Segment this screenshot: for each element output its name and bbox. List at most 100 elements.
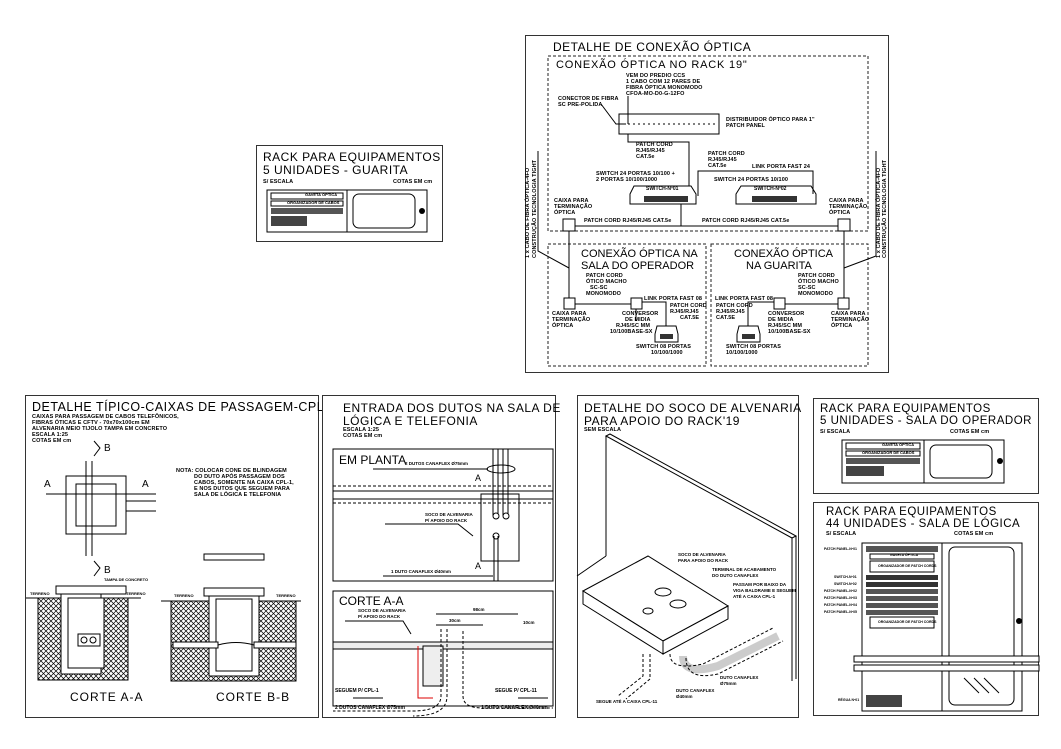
rack-operador-scale: S/ ESCALA <box>820 429 851 435</box>
rack-guarita-panel: RACK PARA EQUIPAMENTOS 5 UNIDADES - GUAR… <box>256 145 443 242</box>
cable-label-left-1: CONSTRUÇÃO TECNOLOGIA TIGHT <box>532 159 538 258</box>
rack-logica-side-0: PATCH PANEL-Nº01 <box>824 547 857 551</box>
op-box-0: CAIXA PARA <box>552 311 587 317</box>
incoming-2: FIBRA ÓPTICA MONOMODO <box>626 85 703 91</box>
corte-left-arrow: SEGUEM P/ CPL-1 <box>335 688 379 694</box>
box-right <box>837 218 851 232</box>
patch2-2: CAT.5e <box>708 163 727 169</box>
rack-guarita-scale: S/ ESCALA <box>263 179 294 185</box>
cpl-note-1: DO DUTO APÓS PASSAGEM DOS <box>194 474 285 480</box>
rack-operador-units: COTAS EM cm <box>950 429 990 435</box>
section-b-top: B <box>104 443 111 454</box>
rack-logica-inner-2: ORGANIZADOR DE PATCH CORDS <box>878 620 937 624</box>
op-switch-0: SWITCH 08 PORTAS <box>636 344 691 350</box>
switch1-desc-1: 2 PORTAS 10/100/1000 <box>596 177 658 183</box>
patch2-0: PATCH CORD <box>708 151 745 157</box>
op-patch-0: PATCH CORD <box>670 303 707 309</box>
section-a-left: A <box>44 479 51 490</box>
terreno-bb-right: TERRENO <box>276 593 296 598</box>
patch1-0: PATCH CORD <box>636 142 673 148</box>
gu-box-0: CAIXA PARA <box>831 311 866 317</box>
incoming-1: 1 CABO COM 12 PARES DE <box>626 79 701 85</box>
cable-left <box>537 151 570 269</box>
rack-guarita-units: COTAS EM cm <box>393 179 433 185</box>
soco-title-1: PARA APOIO DO RACK'19 <box>584 414 740 428</box>
entrada-drawing <box>332 448 554 717</box>
rack-operador-panel: RACK PARA EQUIPAMENTOS 5 UNIDADES - SALA… <box>813 398 1039 494</box>
rack-logica-panel: RACK PARA EQUIPAMENTOS 44 UNIDADES - SAL… <box>813 502 1040 716</box>
gu-link: LINK PORTA FAST 08 <box>715 296 774 302</box>
rack-guarita-label-0: GAVETA ÓPTICA <box>305 192 338 197</box>
operator-title-1: SALA DO OPERADOR <box>581 260 695 272</box>
corte-dim-10: 10cm <box>523 620 535 625</box>
gu-switch-1: 10/100/1000 <box>726 350 758 356</box>
rack-logica-side-5: PATCH PANEL-Nº04 <box>824 603 857 607</box>
rack-logica-title-1: 44 UNIDADES - SALA DE LÓGICA <box>826 518 1021 530</box>
op-patch-optic-2: SC-SC <box>590 285 608 291</box>
link-line <box>697 170 814 196</box>
entrada-units: COTAS EM cm <box>343 433 383 439</box>
planta-soco-0: SOCO DE ALVENARIA <box>425 512 473 517</box>
cpl-units: COTAS EM cm <box>32 438 72 444</box>
guarita-title-0: CONEXÃO ÓPTICA <box>734 248 834 260</box>
rack-guarita-drawing <box>266 189 428 233</box>
rack-frame <box>547 55 869 232</box>
gu-converter <box>773 297 786 310</box>
cpl-note-0: NOTA: COLOCAR CONE DE BLINDAGEM <box>176 468 287 474</box>
gu-switch-0: SWITCH 08 PORTAS <box>726 344 781 350</box>
switch2-desc: SWITCH 24 PORTAS 10/100 <box>714 177 789 183</box>
entrada-title-1: LÓGICA E TELEFONIA <box>343 414 478 428</box>
gu-conv-3: 10/100BASE-SX <box>768 329 811 335</box>
box-left-0: CAIXA PARA <box>554 198 589 204</box>
distributor-1: PATCH PANEL <box>726 123 765 129</box>
rack-logica-side-4: PATCH PANEL-Nº03 <box>824 596 857 600</box>
rack-operador-drawing <box>841 439 1005 484</box>
cpl-desc-2: ALVENARIA MEIO TIJOLO TAMPA EM CONCRETO <box>32 426 168 432</box>
switch2-name: SWITCH-Nº02 <box>754 186 787 192</box>
planta-soco-1: P/ APOIO DO RACK <box>425 518 468 523</box>
corte-bb-caption: CORTE B-B <box>216 690 291 704</box>
cpl-desc-0: CAIXAS PARA PASSAGEM DE CABOS TELEFÔNICO… <box>32 414 179 420</box>
op-patch-1: RJ45/RJ45 <box>670 309 699 315</box>
corte-dim-98: 98cm <box>473 607 485 612</box>
switch-2-ports <box>752 196 797 202</box>
planta-mark-a-bottom: A <box>475 561 482 571</box>
cpl-scale: ESCALA 1:25 <box>32 432 69 438</box>
corte-soco-1: P/ APOIO DO RACK <box>358 614 401 619</box>
cable-label-left-0: 1 x CABO DE FIBRA ÓPTICA-4FO <box>525 167 531 258</box>
corte-soco-0: SOCO DE ALVENARIA <box>358 608 406 613</box>
rack-operador-label-1: ORGANIZADOR DE CABOS <box>862 450 915 455</box>
cpl-note-4: SALA DE LÓGICA E TELEFONIA <box>194 492 282 498</box>
tampa-label: TAMPA DE CONCRETO <box>104 577 149 582</box>
incoming-3: CFOA-MO-D0-G-12FO <box>626 91 685 97</box>
box-right-2: ÓPTICA <box>829 210 851 216</box>
soco-title-0: DETALHE DO SOCO DE ALVENARIA <box>584 401 802 415</box>
patch2-1: RJ45/RJ45 <box>708 157 737 163</box>
corte-right-duct: 1 DUTO CANAFLEX Ø40mm <box>481 705 548 711</box>
gu-box-2: ÓPTICA <box>831 323 853 329</box>
patch1-2: CAT.5e <box>636 154 655 160</box>
op-conv-1: DE MIDIA <box>625 317 651 323</box>
patch1-1: RJ45/RJ45 <box>636 148 665 154</box>
link-label: LINK PORTA FAST 24 <box>752 164 811 170</box>
op-patch-optic-0: PATCH CORD <box>586 273 623 279</box>
gu-conv-1: DE MIDIA <box>768 317 794 323</box>
rack-operador-title-1: 5 UNIDADES - SALA DO OPERADOR <box>820 415 1032 427</box>
soco-pass-1: VIGA BALDRAME E SEGUEM <box>733 588 796 593</box>
entrada-title-0: ENTRADA DOS DUTOS NA SALA DE <box>343 401 561 415</box>
terreno-bb-left: TERRENO <box>174 593 194 598</box>
soco-label-1: PARA APOIO DO RACK <box>678 558 729 563</box>
cpl-panel: DETALHE TÍPICO-CAIXAS DE PASSAGEM-CPL CA… <box>25 395 324 718</box>
rack-logica-inner-0: GAVETA ÓPTICA <box>890 553 919 557</box>
section-b-bottom: B <box>104 565 111 576</box>
patch-left-label: PATCH CORD RJ45/RJ45 CAT.5e <box>584 218 672 224</box>
rack-logica-units: COTAS EM cm <box>954 531 994 537</box>
box-left <box>562 218 576 232</box>
corte-dim-30: 30cm <box>449 618 461 623</box>
cpl-note-3: E NOS DUTOS QUE SEGUEM PARA <box>194 486 291 492</box>
optical-title: DETALHE DE CONEXÃO ÓPTICA <box>553 40 752 54</box>
planta-duct1: 1 DUTO CANAFLEX Ø40mm <box>391 569 451 574</box>
operator-title-0: CONEXÃO ÓPTICA NA <box>581 248 698 260</box>
soco-duct40-0: DUTO CANAFLEX <box>676 688 715 693</box>
rack-logica-side-1: SWITCH-Nº01 <box>834 575 857 579</box>
